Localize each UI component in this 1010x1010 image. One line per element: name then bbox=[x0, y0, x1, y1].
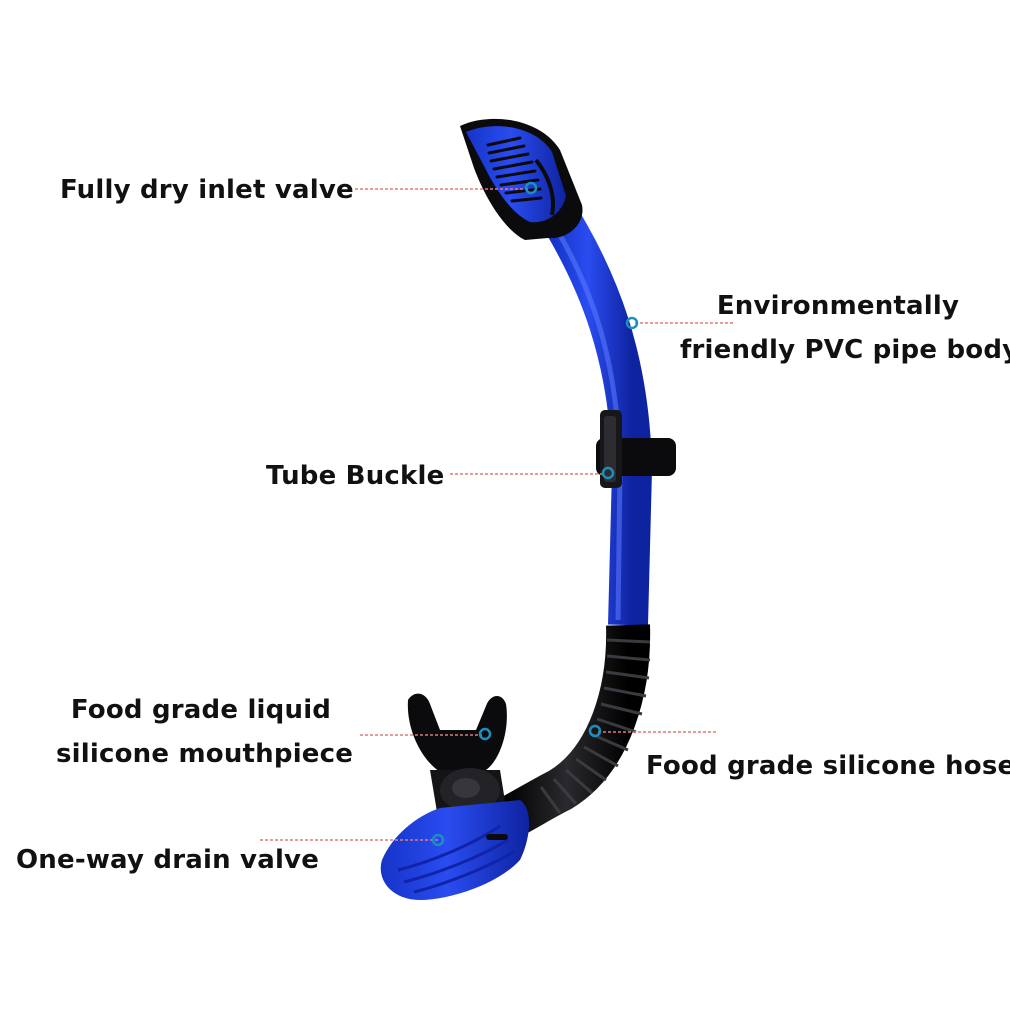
marker-inlet bbox=[524, 181, 538, 195]
marker-hose bbox=[588, 724, 602, 738]
label-mouthpiece: Food grade liquid silicone mouthpiece bbox=[56, 688, 354, 776]
label-silicone-hose: Food grade silicone hose bbox=[646, 751, 1010, 781]
silicone-hose bbox=[494, 624, 651, 840]
label-tube-buckle: Tube Buckle bbox=[266, 461, 445, 491]
label-pipe-body-line1: Environmentally bbox=[716, 291, 960, 321]
marker-drain bbox=[431, 833, 445, 847]
label-mouthpiece-line2: silicone mouthpiece bbox=[56, 739, 354, 769]
label-pipe-body: Environmentally friendly PVC pipe body bbox=[680, 284, 1010, 372]
marker-mouthpiece bbox=[478, 727, 492, 741]
label-pipe-body-line2: friendly PVC pipe body bbox=[680, 335, 1010, 365]
marker-pipe bbox=[625, 316, 639, 330]
dry-inlet-valve bbox=[460, 118, 583, 240]
label-inlet-valve: Fully dry inlet valve bbox=[60, 175, 354, 205]
marker-buckle bbox=[601, 466, 615, 480]
drain-valve-housing bbox=[380, 800, 530, 900]
label-mouthpiece-line1: Food grade liquid bbox=[70, 695, 332, 725]
label-drain-valve: One-way drain valve bbox=[16, 845, 320, 875]
